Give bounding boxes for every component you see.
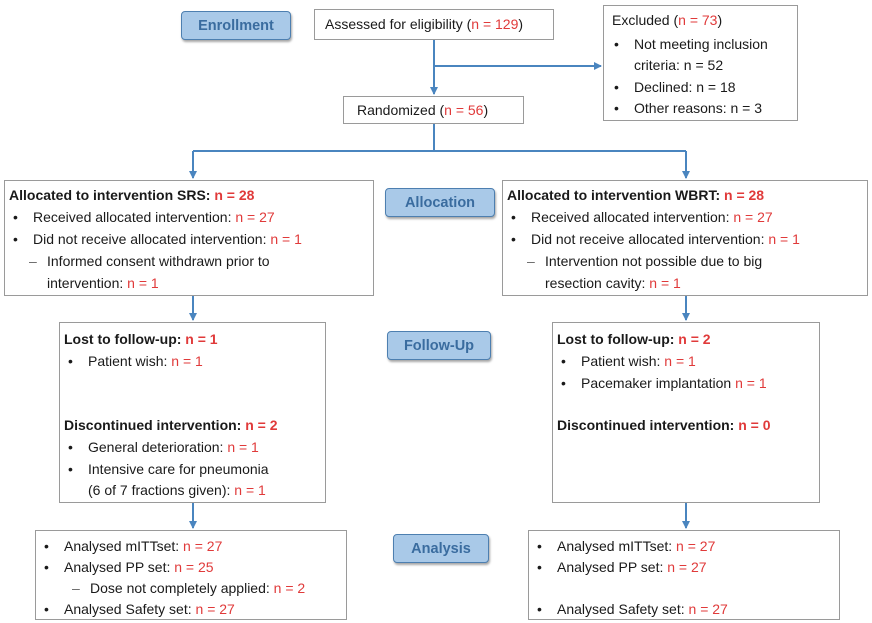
follow-srs-deterioration: General deterioration: n = 1 <box>68 437 259 457</box>
stage-allocation: Allocation <box>385 188 495 217</box>
analysis-srs-dose: Dose not completely applied: n = 2 <box>72 578 305 598</box>
alloc-wbrt-box: Allocated to intervention WBRT: n = 28 R… <box>502 180 868 296</box>
analysis-srs-box: Analysed mITTset: n = 27 Analysed PP set… <box>35 530 347 620</box>
randomized-text: Randomized (n = 56) <box>357 102 489 118</box>
alloc-srs-reason: Informed consent withdrawn prior to <box>29 251 270 271</box>
assessed-text: Assessed for eligibility (n = 129) <box>325 16 524 32</box>
follow-srs-box: Lost to follow-up: n = 1 Patient wish: n… <box>59 322 326 503</box>
alloc-wbrt-received: Received allocated intervention: n = 27 <box>511 207 773 227</box>
analysis-wbrt-pp: Analysed PP set: n = 27 <box>537 557 707 577</box>
excluded-item-criteria-count: criteria: n = 52 <box>634 57 724 73</box>
excluded-item-criteria: Not meeting inclusion <box>614 34 768 54</box>
follow-wbrt-discontinued: Discontinued intervention: n = 0 <box>557 417 771 433</box>
excluded-item-declined: Declined: n = 18 <box>614 77 735 97</box>
alloc-wbrt-reason: Intervention not possible due to big <box>527 251 762 271</box>
analysis-wbrt-safety: Analysed Safety set: n = 27 <box>537 599 728 619</box>
analysis-srs-safety: Analysed Safety set: n = 27 <box>44 599 235 619</box>
alloc-srs-title: Allocated to intervention SRS: n = 28 <box>9 187 255 203</box>
follow-wbrt-box: Lost to follow-up: n = 2 Patient wish: n… <box>552 322 820 503</box>
stage-follow-up: Follow-Up <box>387 331 491 360</box>
alloc-srs-box: Allocated to intervention SRS: n = 28 Re… <box>4 180 374 296</box>
analysis-srs-mitt: Analysed mITTset: n = 27 <box>44 536 222 556</box>
analysis-wbrt-mitt: Analysed mITTset: n = 27 <box>537 536 715 556</box>
analysis-srs-pp: Analysed PP set: n = 25 <box>44 557 214 577</box>
follow-srs-discontinued: Discontinued intervention: n = 2 <box>64 417 278 433</box>
excluded-count: n = 73 <box>678 12 718 28</box>
analysis-wbrt-box: Analysed mITTset: n = 27 Analysed PP set… <box>528 530 840 620</box>
excluded-item-other: Other reasons: n = 3 <box>614 98 762 118</box>
stage-analysis: Analysis <box>393 534 489 563</box>
follow-wbrt-patient-wish: Patient wish: n = 1 <box>561 351 696 371</box>
follow-srs-icu: Intensive care for pneumonia <box>68 459 269 479</box>
randomized-box: Randomized (n = 56) <box>343 96 524 124</box>
follow-srs-lost: Lost to follow-up: n = 1 <box>64 331 218 347</box>
stage-enrollment: Enrollment <box>181 11 291 40</box>
follow-srs-icu-count: (6 of 7 fractions given): n = 1 <box>88 482 266 498</box>
alloc-srs-received: Received allocated intervention: n = 27 <box>13 207 275 227</box>
excluded-title: Excluded (n = 73) <box>612 12 723 28</box>
follow-srs-patient-wish: Patient wish: n = 1 <box>68 351 203 371</box>
assessed-count: n = 129 <box>471 16 519 32</box>
follow-wbrt-lost: Lost to follow-up: n = 2 <box>557 331 711 347</box>
assessed-box: Assessed for eligibility (n = 129) <box>314 9 554 40</box>
alloc-srs-reason-count: intervention: n = 1 <box>47 275 159 291</box>
follow-wbrt-pacemaker: Pacemaker implantation n = 1 <box>561 373 767 393</box>
excluded-box: Excluded (n = 73) Not meeting inclusion … <box>603 5 798 121</box>
randomized-count: n = 56 <box>444 102 484 118</box>
alloc-wbrt-not-received: Did not receive allocated intervention: … <box>511 229 800 249</box>
alloc-wbrt-title: Allocated to intervention WBRT: n = 28 <box>507 187 765 203</box>
alloc-wbrt-reason-count: resection cavity: n = 1 <box>545 275 681 291</box>
alloc-srs-not-received: Did not receive allocated intervention: … <box>13 229 302 249</box>
